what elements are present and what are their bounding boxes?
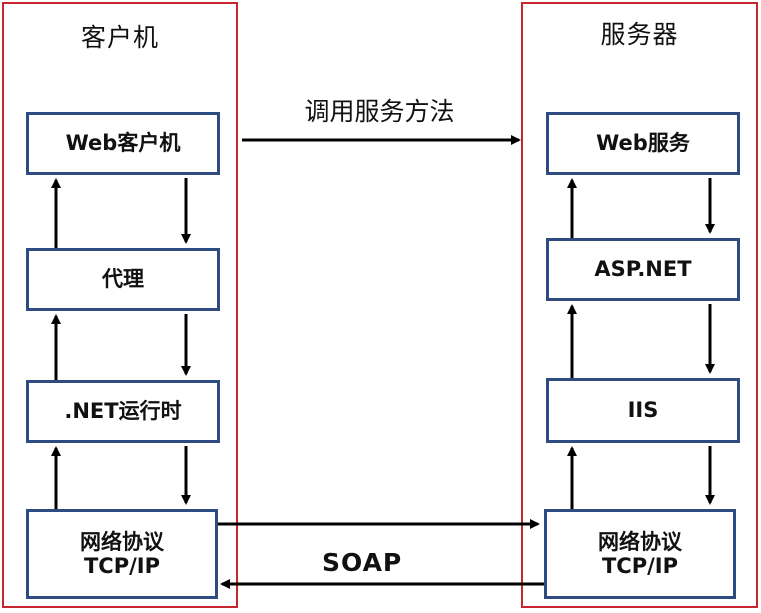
- client-protocol-line2: TCP/IP: [83, 554, 160, 578]
- web-service-label: Web服务: [596, 131, 690, 156]
- runtime-box: .NET运行时: [26, 380, 220, 443]
- client-protocol-line1: 网络协议: [80, 529, 164, 554]
- call-method-label: 调用服务方法: [304, 97, 455, 126]
- client-title: 客户机: [80, 23, 159, 52]
- soap-label: SOAP: [322, 548, 403, 577]
- iis-box: IIS: [546, 378, 740, 443]
- iis-label: IIS: [627, 398, 659, 423]
- web-client-label: Web客户机: [65, 131, 181, 156]
- server-title: 服务器: [600, 20, 679, 49]
- aspnet-box: ASP.NET: [546, 238, 740, 301]
- runtime-label: .NET运行时: [64, 399, 182, 424]
- web-client-box: Web客户机: [26, 112, 220, 175]
- server-protocol-line2: TCP/IP: [601, 554, 678, 578]
- server-protocol-line1: 网络协议: [598, 529, 682, 554]
- proxy-box: 代理: [26, 248, 220, 311]
- client-protocol-box: 网络协议 TCP/IP: [26, 509, 218, 599]
- server-panel: [521, 2, 758, 608]
- server-protocol-box: 网络协议 TCP/IP: [544, 509, 736, 599]
- proxy-label: 代理: [102, 267, 144, 292]
- aspnet-label: ASP.NET: [594, 257, 692, 282]
- web-service-box: Web服务: [546, 112, 740, 175]
